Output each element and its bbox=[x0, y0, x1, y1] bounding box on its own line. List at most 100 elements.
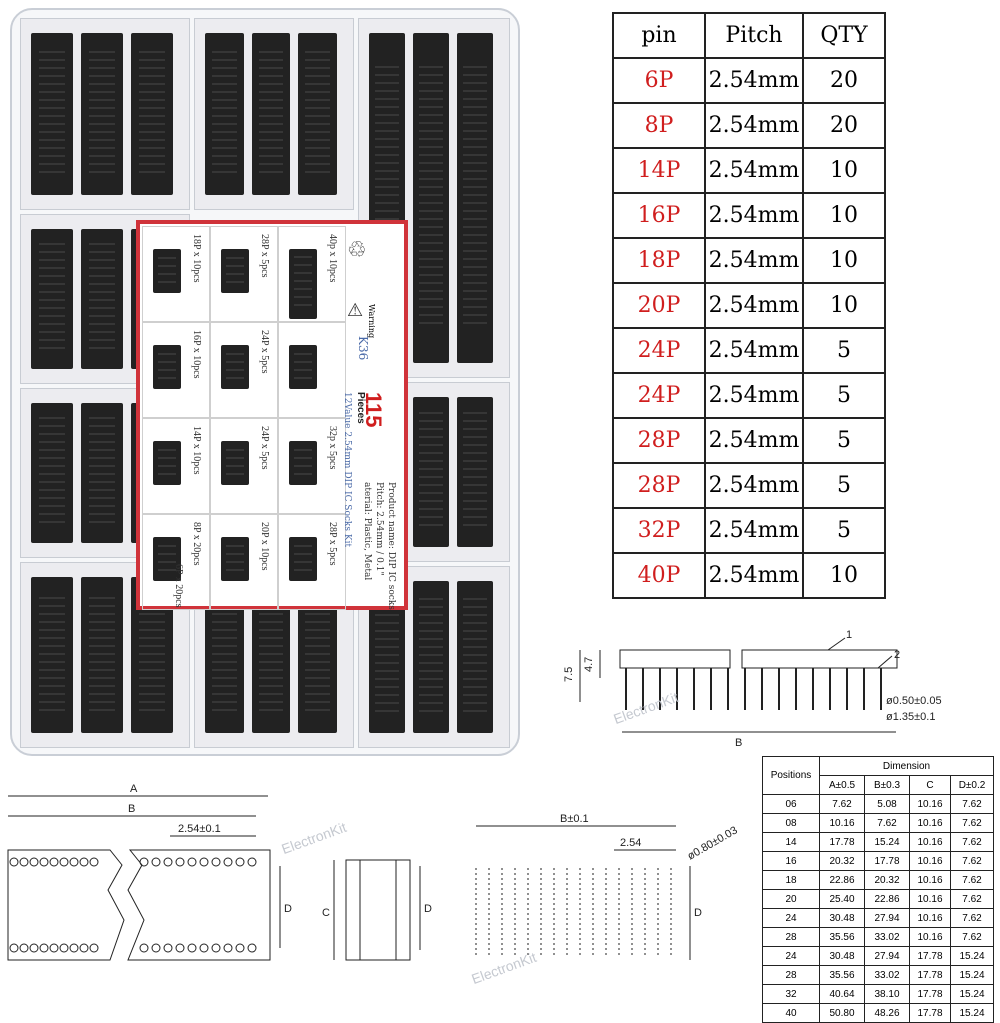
dimension-cell: 33.02 bbox=[864, 927, 910, 947]
dimension-cell: 20.32 bbox=[864, 870, 910, 890]
pin-cell: 14P bbox=[612, 147, 706, 194]
dimension-cell: 15.24 bbox=[950, 965, 994, 985]
socket-qty-label: 24P x 5pcs bbox=[259, 330, 270, 374]
dimension-cell: 7.62 bbox=[950, 794, 994, 814]
position-cell: 06 bbox=[762, 794, 820, 814]
pin-hole bbox=[187, 943, 197, 953]
pitch-footprint: 2.54 bbox=[620, 837, 641, 849]
box-compartment bbox=[20, 18, 190, 210]
position-cell: 28 bbox=[762, 965, 820, 985]
qty-cell: 5 bbox=[802, 372, 886, 419]
dimension-cell: 40.64 bbox=[819, 984, 865, 1004]
card-cell bbox=[210, 226, 278, 322]
card-cell bbox=[142, 322, 210, 418]
dimension-cell: 35.56 bbox=[819, 927, 865, 947]
socket-qty-label: 16P x 10pcs bbox=[191, 330, 202, 379]
socket-qty-label: 32p x 5pcs bbox=[327, 426, 338, 470]
recycle-icon: ♲ bbox=[347, 238, 367, 263]
dim-b: B bbox=[128, 803, 135, 815]
pin-hole bbox=[79, 943, 89, 953]
dimension-cell: 7.62 bbox=[950, 851, 994, 871]
ic-socket-image bbox=[153, 441, 181, 485]
pin-dia-2: ø1.35±0.1 bbox=[886, 711, 935, 723]
pin-hole bbox=[163, 857, 173, 867]
dimension-cell: 35.56 bbox=[819, 965, 865, 985]
ic-socket-image bbox=[153, 345, 181, 389]
dimension-cell: 15.24 bbox=[864, 832, 910, 852]
side-view-drawing: 7.5 4.7 B 1 2 ø0.50±0.05 ø1.35±0.1 bbox=[563, 629, 942, 749]
qty-cell: 10 bbox=[802, 552, 886, 599]
position-cell: 14 bbox=[762, 832, 820, 852]
ic-socket-image bbox=[153, 249, 181, 293]
dimension-cell: 48.26 bbox=[864, 1003, 910, 1023]
dimension-cell: 17.78 bbox=[819, 832, 865, 852]
dimension-cell: 30.48 bbox=[819, 908, 865, 928]
dimension-cell: 15.24 bbox=[950, 946, 994, 966]
ic-socket bbox=[413, 581, 449, 733]
qty-cell: 10 bbox=[802, 237, 886, 284]
dim-7-5: 7.5 bbox=[563, 667, 575, 682]
pin-hole bbox=[211, 857, 221, 867]
dimension-cell: 27.94 bbox=[864, 908, 910, 928]
card-cell bbox=[278, 322, 346, 418]
pin-hole bbox=[247, 943, 257, 953]
pitch-cell: 2.54mm bbox=[704, 147, 804, 194]
position-cell: 08 bbox=[762, 813, 820, 833]
ic-socket bbox=[81, 229, 123, 369]
pitch-cell: 2.54mm bbox=[704, 462, 804, 509]
socket-qty-label: 24P x 5pcs bbox=[259, 426, 270, 470]
dimension-cell: 27.94 bbox=[864, 946, 910, 966]
box-compartment bbox=[194, 18, 354, 210]
piece-unit: Pieces bbox=[355, 392, 366, 424]
dimension-cell: 7.62 bbox=[950, 813, 994, 833]
ic-socket bbox=[457, 33, 493, 363]
pin-dia-1: ø0.50±0.05 bbox=[886, 695, 942, 707]
ic-socket-image bbox=[289, 537, 317, 581]
pin-hole bbox=[29, 943, 39, 953]
dimension-cell: 10.16 bbox=[909, 927, 951, 947]
dimension-cell: 10.16 bbox=[909, 908, 951, 928]
pin-dia-footprint: ø0.80±0.03 bbox=[686, 824, 740, 862]
card-cell bbox=[142, 418, 210, 514]
position-cell: 18 bbox=[762, 870, 820, 890]
ic-socket-image bbox=[221, 249, 249, 293]
ic-socket-image bbox=[221, 345, 249, 389]
header-pin: pin bbox=[612, 12, 706, 59]
ic-socket bbox=[251, 33, 291, 195]
dimension-cell: 17.78 bbox=[909, 946, 951, 966]
bottom-drawings: A B 2.54±0.1 D C D B±0.1 2.54 ø0.80±0.03… bbox=[7, 783, 740, 961]
socket-qty-label: 8P x 20pcs bbox=[191, 522, 202, 566]
dimension-cell: 7.62 bbox=[950, 889, 994, 909]
pitch-cell: 2.54mm bbox=[704, 552, 804, 599]
pin-hole bbox=[69, 943, 79, 953]
pin-cell: 28P bbox=[612, 417, 706, 464]
card-cell bbox=[278, 514, 346, 610]
socket-qty-label: 40p x 10pcs bbox=[327, 234, 338, 283]
pitch-cell: 2.54mm bbox=[704, 507, 804, 554]
position-cell: 16 bbox=[762, 851, 820, 871]
pitch-cell: 2.54mm bbox=[704, 57, 804, 104]
ic-socket bbox=[413, 33, 449, 363]
dimension-cell: 30.48 bbox=[819, 946, 865, 966]
dimension-cell: 7.62 bbox=[864, 813, 910, 833]
socket-qty-label: 20P x 10pcs bbox=[259, 522, 270, 571]
pitch-dim: 2.54±0.1 bbox=[178, 823, 221, 835]
pin-cell: 24P bbox=[612, 372, 706, 419]
dim-c: C bbox=[322, 907, 330, 919]
product-pitch-line: Pitch: 2.54mm / 0.1" bbox=[374, 482, 384, 576]
header-c: C bbox=[909, 775, 951, 795]
pin-cell: 16P bbox=[612, 192, 706, 239]
qty-cell: 5 bbox=[802, 507, 886, 554]
ic-socket bbox=[457, 581, 493, 733]
dimension-cell: 22.86 bbox=[819, 870, 865, 890]
ic-socket bbox=[131, 33, 173, 195]
